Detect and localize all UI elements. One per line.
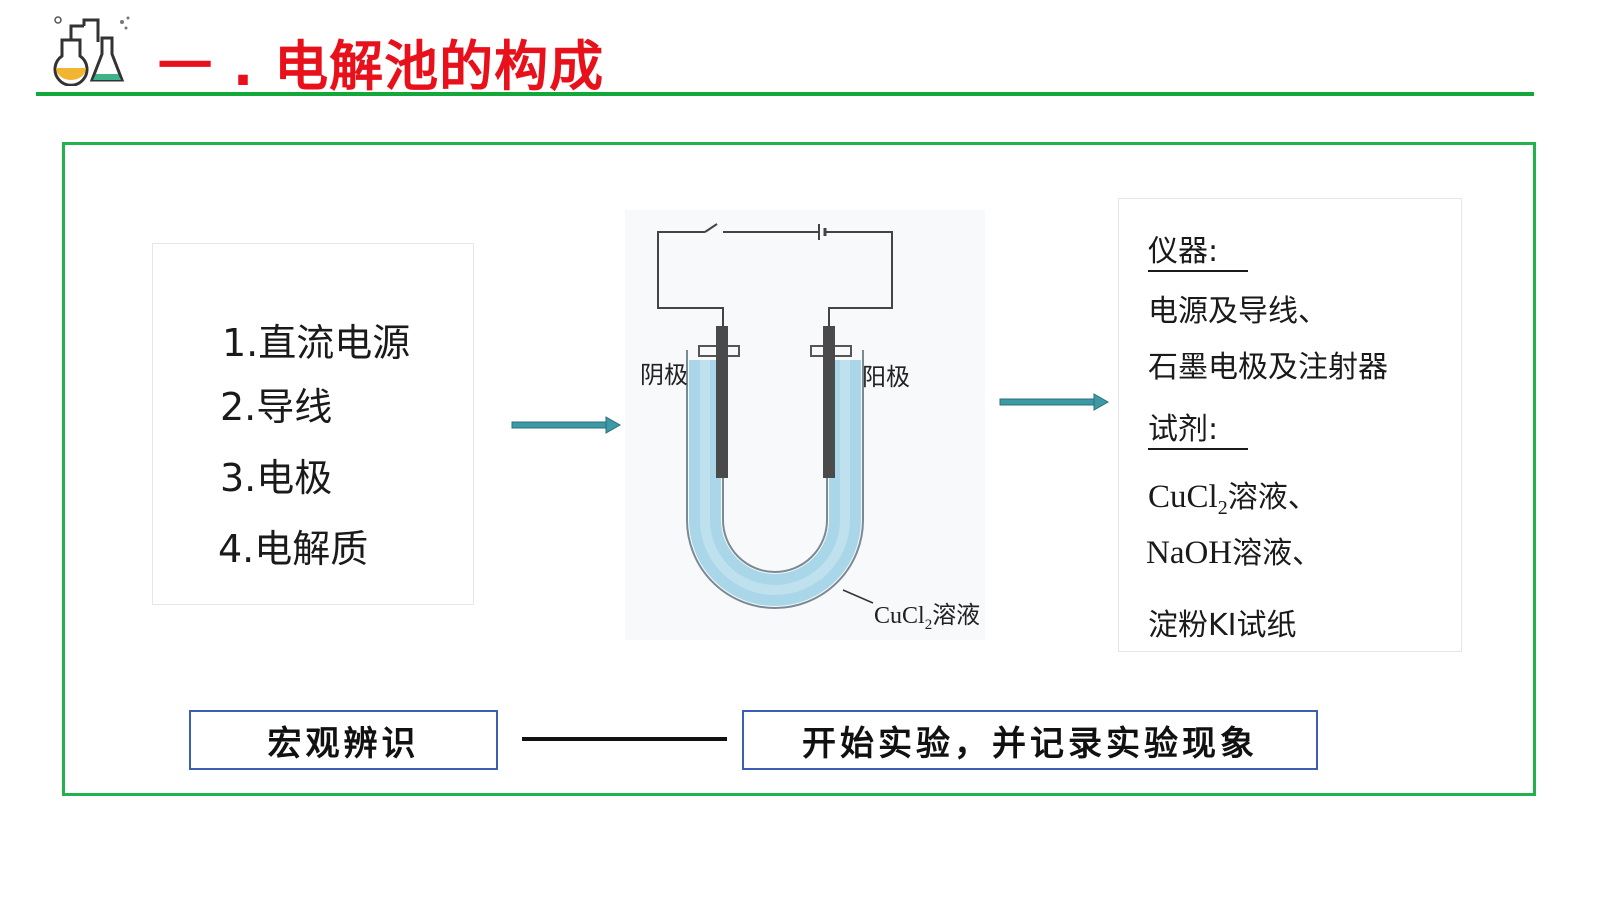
materials-card xyxy=(1118,198,1462,652)
electrolysis-u-tube-diagram xyxy=(625,210,985,640)
solution-label: CuCl2溶液 xyxy=(874,601,981,633)
arrow-right-icon xyxy=(510,414,622,436)
component-item-electrolyte: 4.电解质 xyxy=(218,527,369,571)
reagents-heading: 试剂: xyxy=(1148,404,1249,450)
instrument-item: 电源及导线、 xyxy=(1148,294,1328,329)
reagent-item: CuCl2溶液、 xyxy=(1148,479,1318,519)
connector-line xyxy=(522,737,727,741)
macro-identification-box: 宏观辨识 xyxy=(189,710,498,770)
arrow-right-icon xyxy=(998,392,1110,412)
cathode-label: 阴极 xyxy=(640,361,688,389)
component-item-electrode: 3.电极 xyxy=(220,456,333,500)
component-item-wire: 2.导线 xyxy=(220,385,333,429)
instrument-item: 石墨电极及注射器 xyxy=(1148,350,1388,385)
title-divider xyxy=(36,92,1534,96)
start-experiment-box: 开始实验，并记录实验现象 xyxy=(742,710,1318,770)
page-title: 一 . 电解池的构成 xyxy=(158,35,605,98)
chemistry-flasks-icon xyxy=(50,12,134,87)
instruments-heading: 仪器: xyxy=(1148,226,1249,272)
reagent-item: 淀粉KI试纸 xyxy=(1148,608,1297,643)
content-frame xyxy=(62,142,1536,796)
components-card xyxy=(152,243,474,605)
anode-label: 阳极 xyxy=(862,363,910,391)
reagent-item: NaOH溶液、 xyxy=(1146,535,1323,571)
component-item-power: 1.直流电源 xyxy=(222,321,411,365)
